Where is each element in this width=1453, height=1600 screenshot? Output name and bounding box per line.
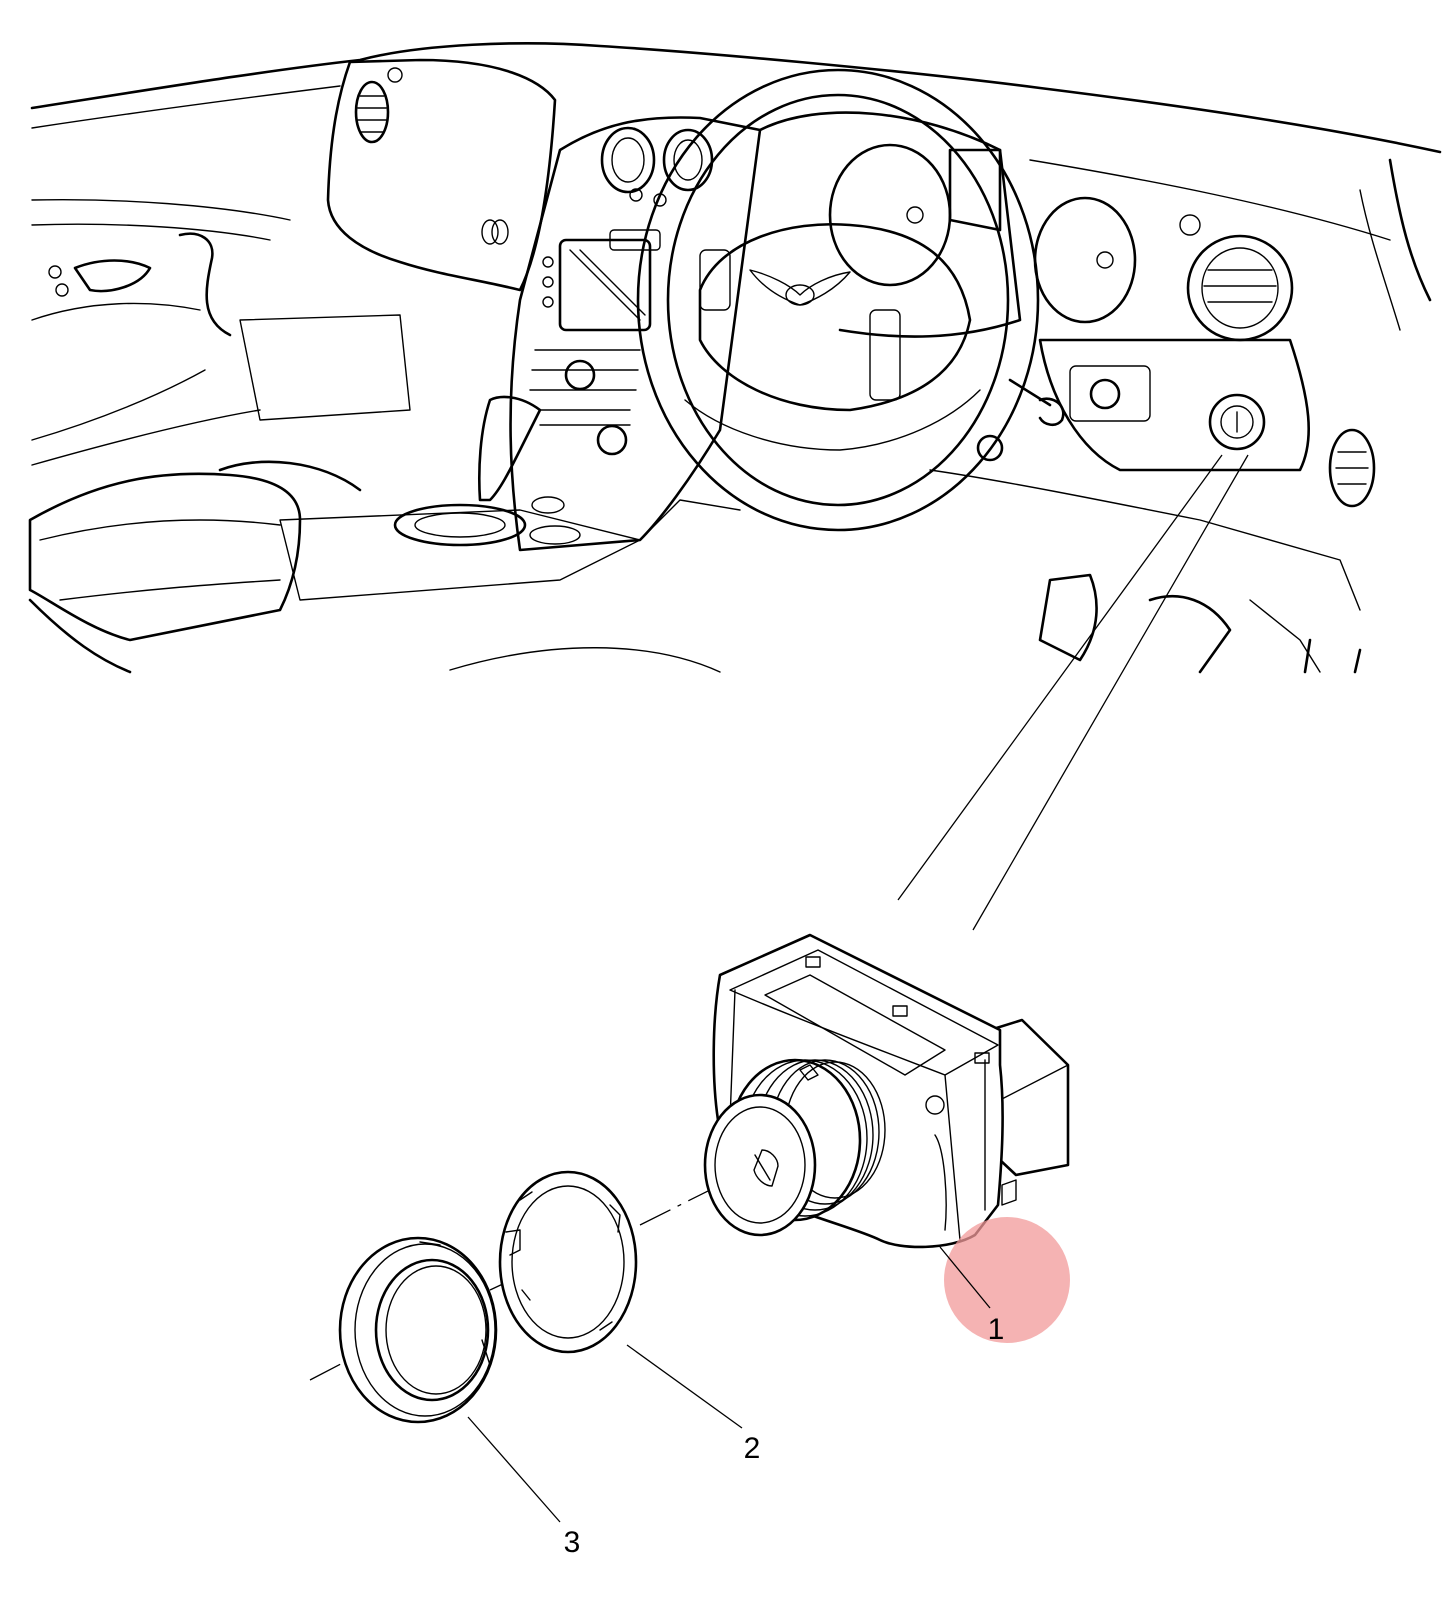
callout-1-leader bbox=[939, 1246, 991, 1309]
assembly-axis bbox=[639, 1174, 741, 1226]
trim-bezel bbox=[338, 1236, 498, 1424]
instrument-cluster bbox=[758, 111, 1137, 338]
centre-console bbox=[509, 116, 762, 552]
callout-1-label: 1 bbox=[988, 1313, 1005, 1346]
callout-3: 3 bbox=[467, 1416, 581, 1559]
zoom-guide-line bbox=[972, 454, 1249, 931]
steering-wheel bbox=[636, 68, 1040, 532]
dash-ignition-switch bbox=[1208, 393, 1266, 451]
callout-2-label: 2 bbox=[744, 1432, 761, 1465]
callout-3-label: 3 bbox=[564, 1526, 581, 1559]
right-vent bbox=[1179, 214, 1294, 342]
callout-2: 2 bbox=[626, 1344, 761, 1465]
callout-3-leader bbox=[467, 1416, 561, 1523]
gear-selector bbox=[393, 395, 542, 547]
dashboard-overview bbox=[28, 42, 1442, 674]
ignition-switch-housing bbox=[703, 933, 1070, 1249]
callout-1: 1 bbox=[939, 1217, 1070, 1346]
retaining-ring bbox=[498, 1170, 638, 1354]
driver-seat bbox=[28, 460, 362, 642]
callout-1-highlight bbox=[944, 1217, 1070, 1343]
winged-b-emblem bbox=[749, 269, 851, 306]
left-dash-pod bbox=[326, 58, 557, 292]
callout-2-leader bbox=[626, 1344, 743, 1429]
zoom-guide-line bbox=[897, 454, 1223, 901]
door-panel bbox=[31, 198, 411, 466]
